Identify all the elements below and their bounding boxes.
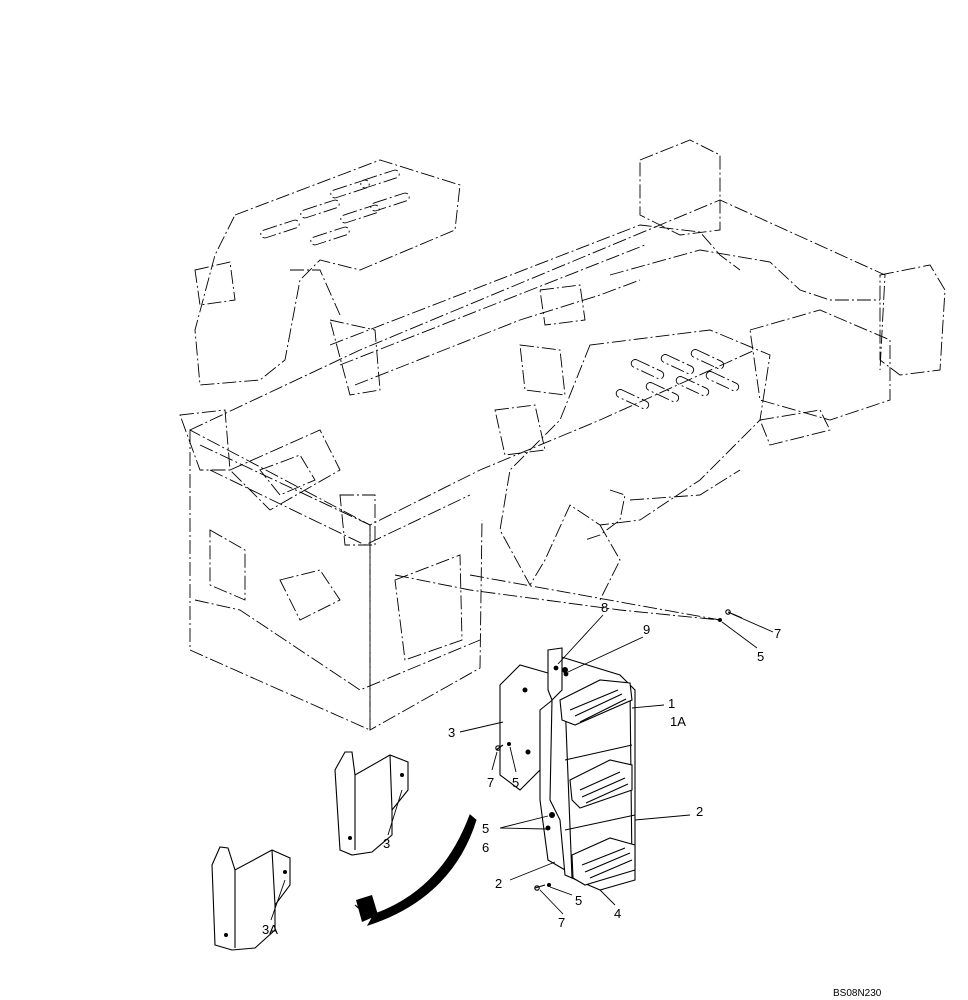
callout-3-top: 3 (448, 725, 455, 740)
callout-3a: 3A (262, 922, 278, 937)
callout-9: 9 (643, 622, 650, 637)
machine-frame (179, 139, 946, 731)
callout-1a: 1A (670, 714, 686, 729)
hardware (495, 609, 743, 891)
callout-5-right: 5 (757, 649, 764, 664)
callout-7-left: 7 (487, 775, 494, 790)
callout-4: 4 (614, 906, 621, 921)
callout-2-left: 2 (495, 876, 502, 891)
assembly-path-line (469, 574, 721, 621)
callout-3-bracket: 3 (383, 836, 390, 851)
callout-7-bottom: 7 (558, 915, 565, 930)
callout-7-right: 7 (774, 626, 781, 641)
rotation-arrow-head (356, 895, 378, 922)
callout-8: 8 (601, 600, 608, 615)
callout-2-right: 2 (696, 804, 703, 819)
drawing-code: BS08N230 (833, 988, 882, 999)
callout-5-left: 5 (512, 775, 519, 790)
callout-labels: 8 9 1 1A 3 7 5 7 5 5 6 2 2 5 7 4 3 3A (262, 600, 781, 937)
callout-6: 6 (482, 840, 489, 855)
step-assembly (499, 647, 636, 891)
callout-5-bottom: 5 (575, 893, 582, 908)
bracket-3 (334, 751, 409, 856)
bracket-3a (211, 846, 291, 951)
leader-lines (270, 613, 774, 921)
callout-5-mid: 5 (482, 821, 489, 836)
callout-1: 1 (668, 696, 675, 711)
